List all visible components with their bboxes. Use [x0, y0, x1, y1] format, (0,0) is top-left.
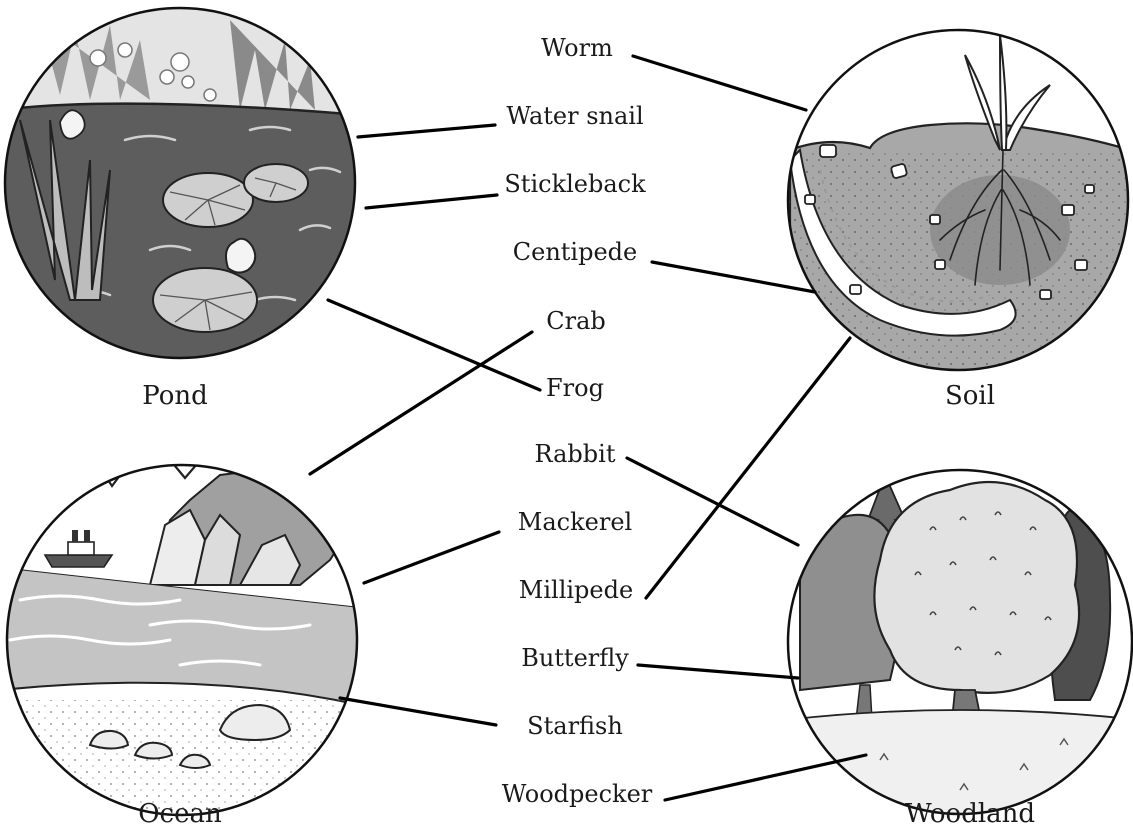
label-stickleback: Stickleback	[504, 170, 646, 198]
label-rabbit: Rabbit	[535, 440, 616, 468]
label-frog: Frog	[546, 374, 604, 402]
label-mackerel: Mackerel	[518, 508, 632, 536]
line-stickleback-pond	[366, 195, 497, 208]
line-mackerel-ocean	[364, 532, 499, 583]
label-woodland: Woodland	[905, 799, 1035, 828]
animal-labels: Worm Water snail Stickleback Centipede C…	[502, 34, 653, 808]
label-soil: Soil	[945, 381, 995, 411]
line-water-snail-pond	[358, 125, 495, 137]
label-centipede: Centipede	[513, 238, 637, 266]
label-starfish: Starfish	[527, 712, 623, 740]
label-ocean: Ocean	[138, 799, 222, 828]
label-woodpecker: Woodpecker	[502, 780, 653, 808]
line-butterfly-woodland	[638, 665, 798, 678]
label-butterfly: Butterfly	[521, 644, 629, 672]
soil-illustration	[780, 20, 1133, 380]
line-rabbit-woodland	[627, 458, 798, 545]
line-crab-ocean	[310, 332, 532, 474]
line-worm-soil	[633, 56, 806, 110]
label-worm: Worm	[541, 34, 613, 62]
line-woodpecker-woodland	[665, 755, 866, 800]
connector-lines	[310, 56, 866, 800]
label-water-snail: Water snail	[506, 102, 643, 130]
line-frog-pond	[328, 300, 540, 390]
label-pond: Pond	[142, 381, 207, 411]
line-centipede-soil	[652, 262, 815, 292]
label-crab: Crab	[546, 307, 606, 335]
ocean-illustration	[0, 460, 360, 820]
woodland-illustration	[785, 465, 1133, 825]
line-starfish-ocean	[340, 698, 496, 725]
label-millipede: Millipede	[519, 576, 633, 604]
pond-illustration	[0, 0, 360, 360]
